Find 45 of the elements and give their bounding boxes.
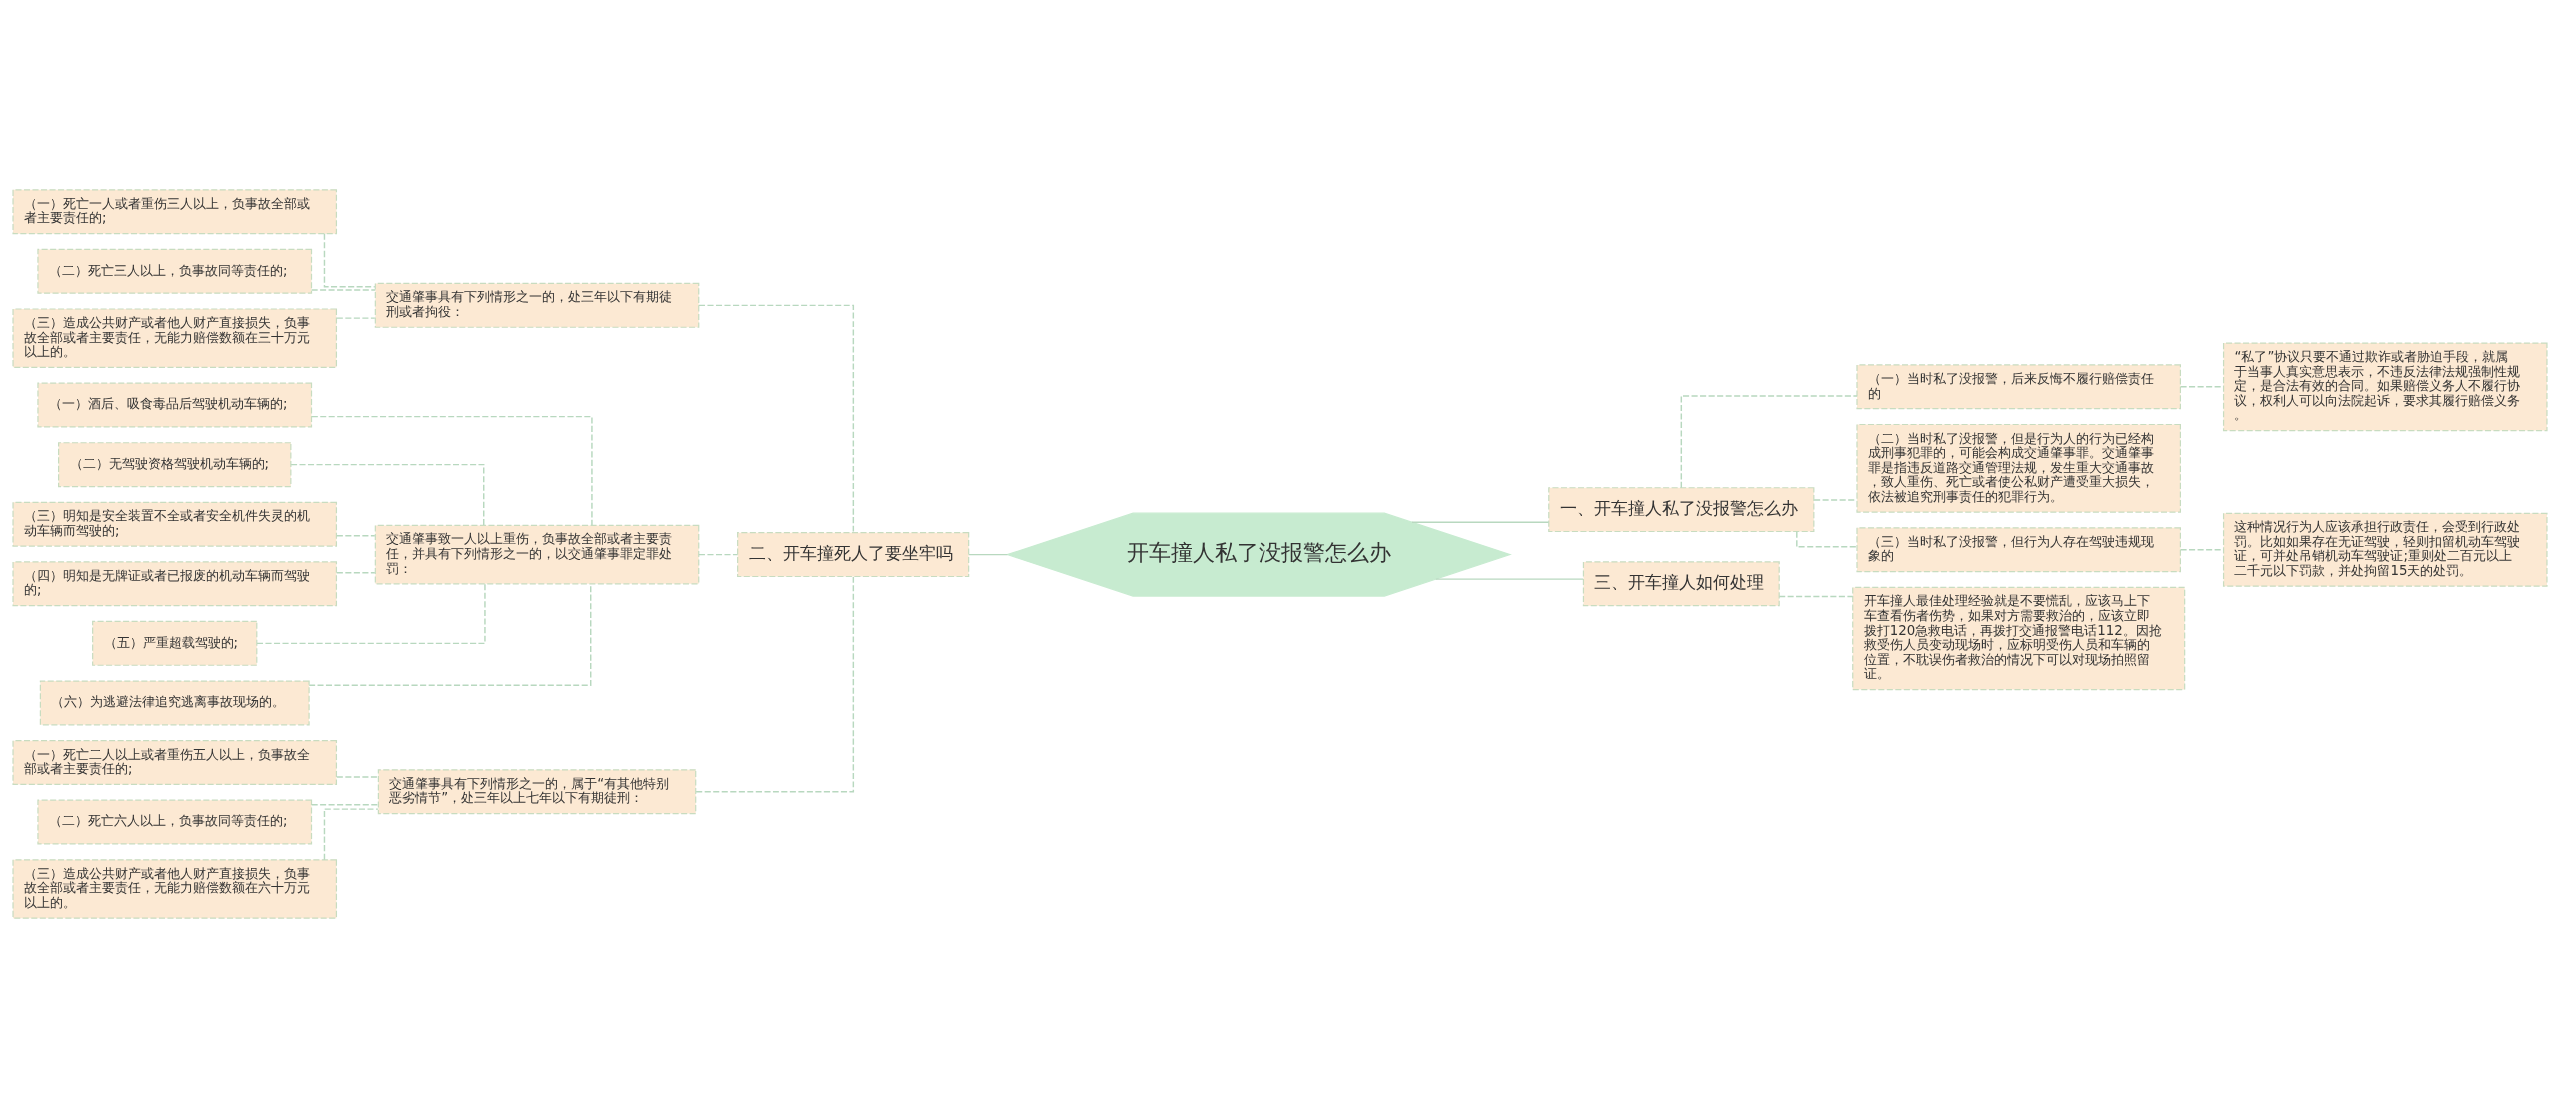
node-box: （二）无驾驶资格驾驶机动车辆的; (58, 442, 292, 488)
node-box: （一）死亡一人或者重伤三人以上，负事故全部或者主要责任的; (12, 189, 338, 235)
connector (323, 233, 376, 288)
node-box: （二）死亡三人以上，负事故同等责任的; (37, 248, 313, 294)
connector (695, 576, 855, 793)
node-box: （三）造成公共财产或者他人财产直接损失，负事故全部或者主要责任，无能力赔偿数额在六十万元以上的。 (12, 859, 338, 919)
connector (1680, 395, 1858, 489)
connector (290, 463, 485, 526)
node-box: （一）酒后、吸食毒品后驾驶机动车辆的; (37, 382, 313, 428)
node-box: （三）造成公共财产或者他人财产直接损失，负事故全部或者主要责任，无能力赔偿数额在三十万元以上的。 (12, 308, 338, 368)
connector (311, 415, 593, 527)
connector (336, 535, 376, 537)
connector (310, 289, 376, 291)
connector (336, 776, 379, 778)
node-box: （一）死亡二人以上或者重伤五人以上，负事故全部或者主要责任的; (12, 740, 338, 785)
connector (323, 808, 379, 861)
connector (310, 803, 379, 806)
connector (968, 553, 1009, 556)
node-box: （五）严重超载驾驶的; (92, 620, 258, 666)
connector (698, 304, 855, 534)
connector (256, 583, 486, 645)
node-box: 开车撞人最佳处理经验就是不要慌乱，应该马上下车查看伤者伤势，如果对方需要救治的，应该立即拨打120急救电话，再拨打交通报警电话112。因抢救受伤人员变动现场时，应标明受伤人员和车辆的位置，不耽误伤者救治的情况下可以对现场拍照留证。 (1852, 586, 2186, 691)
node-box: 交通肇事具有下列情形之一的，属于“有其他特别恶劣情节”，处三年以上七年以下有期徒刑： (377, 769, 697, 815)
node-box: （六）为逃避法律追究逃离事故现场的。 (39, 680, 310, 726)
node-box: （三）当时私了没报警，但行为人存在驾驶违规现象的 (1856, 527, 2181, 573)
node-box: （三）明知是安全装置不全或者安全机件失灵的机动车辆而驾驶的; (12, 501, 338, 547)
node-box: （四）明知是无牌证或者已报废的机动车辆而驾驶的; (12, 561, 338, 607)
connector (1778, 595, 1854, 598)
node-box: 三、开车撞人如何处理 (1582, 561, 1780, 607)
node-box: “私了”协议只要不通过欺诈或者胁迫手段，就属于当事人真实意思表示，不违反法律法规强制性规定，是合法有效的合同。如果赔偿义务人不履行协议，权利人可以向法院起诉，要求其履行赔偿义务。 (2222, 342, 2548, 432)
node-box: 这种情况行为人应该承担行政责任，会受到行政处罚。比如如果存在无证驾驶，轻则扣留机动车驾驶证，可并处吊销机动车驾驶证;重则处二百元以上二千元以下罚款，并处拘留15天的处罚。 (2222, 512, 2548, 587)
connector (336, 572, 376, 574)
node-box: （一）当时私了没报警，后来反悔不履行赔偿责任的 (1856, 364, 2181, 410)
node-box: 一、开车撞人私了没报警怎么办 (1548, 487, 1815, 533)
connector (308, 583, 592, 687)
connector (1796, 530, 1858, 548)
node-box: （二）死亡六人以上，负事故同等责任的; (37, 799, 313, 845)
connector (336, 317, 376, 319)
connector (1411, 521, 1550, 523)
node-box: 交通肇事具有下列情形之一的，处三年以下有期徒刑或者拘役： (374, 282, 700, 328)
node-box: 交通肇事致一人以上重伤，负事故全部或者主要责任，并具有下列情形之一的，以交通肇事罪定罪处罚： (374, 524, 700, 585)
connector (1435, 578, 1584, 580)
node-box: （二）当时私了没报警，但是行为人的行为已经构成刑事犯罪的，可能会构成交通肇事罪。交通肇事罪是指违反道路交通管理法规，发生重大交通事故，致人重伤、死亡或者使公私财产遭受重大损失，依法被追究刑事责任的犯罪行为。 (1856, 423, 2181, 513)
node-box: 二、开车撞死人了要坐牢吗 (737, 532, 970, 578)
connector (698, 553, 739, 556)
